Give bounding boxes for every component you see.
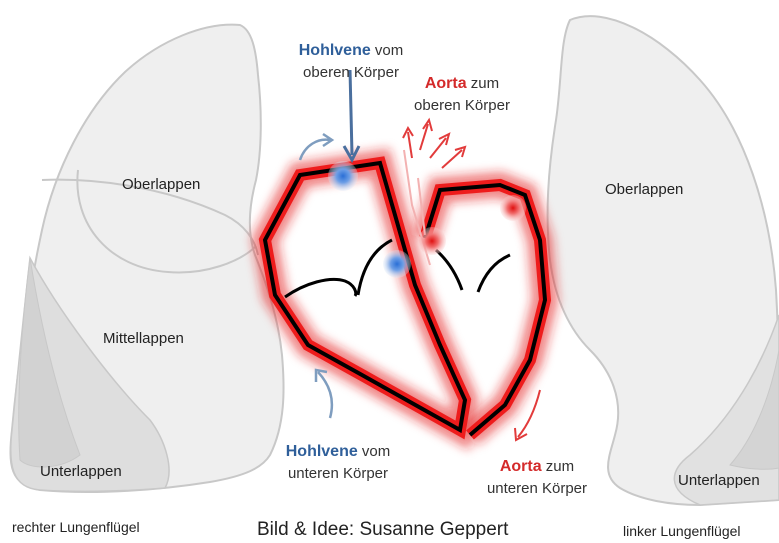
aorta-upper-name: Aorta	[425, 75, 467, 92]
aorta-upper-rest: zum	[471, 75, 499, 92]
aorta-lower-line2: unteren Körper	[457, 478, 617, 500]
aorta-up-arrow-3-icon	[430, 138, 446, 158]
left-lung-label: linker Lungenflügel	[623, 523, 741, 539]
vena-lower-arrow-icon	[318, 372, 332, 418]
left-upper-lobe-label: Oberlappen	[605, 181, 683, 198]
vena-upper-entry-icon	[328, 161, 358, 191]
image-credit: Bild & Idee: Susanne Geppert	[257, 519, 508, 541]
right-upper-lobe-label: Oberlappen	[122, 176, 200, 193]
vena-lower-name: Hohlvene	[286, 443, 358, 460]
vena-lower-rest: vom	[362, 443, 390, 460]
right-valve	[285, 240, 392, 297]
aorta-entry-icon	[418, 227, 446, 255]
left-valve	[436, 250, 510, 292]
heart-glow-left	[425, 185, 545, 435]
vena-lower-label: Hohlvene vom unteren Körper	[258, 441, 418, 485]
aorta-lower-label: Aorta zum unteren Körper	[457, 456, 617, 500]
right-middle-lobe-label: Mittellappen	[103, 330, 184, 347]
aorta-upper-label: Aorta zum oberen Körper	[397, 73, 527, 117]
aorta-up-arrow-4-icon	[442, 150, 462, 168]
left-lung	[548, 16, 779, 505]
aorta-up-arrow-1-icon	[408, 132, 412, 158]
aorta-lower-name: Aorta	[500, 458, 542, 475]
vena-lower-entry-icon	[383, 250, 411, 278]
vena-upper-curve-arrow-icon	[300, 140, 330, 160]
aorta-upper-line2: oberen Körper	[397, 95, 527, 117]
aorta-exit-icon	[500, 195, 526, 221]
vena-upper-name: Hohlvene	[299, 42, 371, 59]
right-lung	[10, 25, 283, 492]
left-lower-lobe-label: Unterlappen	[678, 472, 760, 489]
vena-upper-rest: vom	[375, 42, 403, 59]
vena-lower-line2: unteren Körper	[258, 463, 418, 485]
right-lung-label: rechter Lungenflügel	[12, 519, 140, 535]
aorta-lower-rest: zum	[546, 458, 574, 475]
right-lower-lobe-label: Unterlappen	[40, 463, 122, 480]
heart	[265, 150, 545, 435]
